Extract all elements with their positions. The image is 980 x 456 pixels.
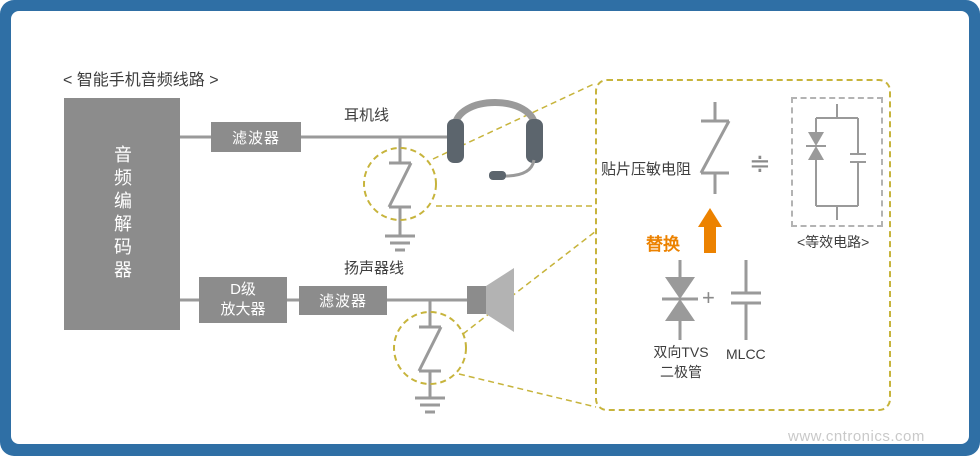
callout-panel (595, 79, 891, 411)
tvs-diode-label-line2: 二极管 (660, 364, 702, 381)
speaker-wire-label: 扬声器线 (344, 260, 405, 277)
equivalent-circuit-symbol (806, 104, 866, 220)
headphone-filter-label: 滤波器 (231, 129, 280, 147)
speaker-filter-label: 滤波器 (318, 293, 367, 310)
ground-symbol (385, 234, 415, 252)
varistor-symbol (387, 137, 413, 236)
up-arrow-icon (698, 208, 722, 253)
figure-title: < 智能手机音频线路 > (63, 72, 219, 89)
mlcc-label: MLCC (726, 346, 766, 362)
headphone-wire-label: 耳机线 (344, 107, 390, 124)
callout-leader-lines (432, 82, 597, 408)
approx-equal-symbol: ≑ (749, 148, 771, 178)
replace-label: 替换 (646, 235, 680, 254)
chip-varistor-label: 贴片压敏电阻 (601, 161, 692, 178)
highlight-circle-headphone (363, 147, 437, 221)
capacitor-symbol (731, 260, 761, 340)
speaker-icon (467, 268, 514, 332)
plus-symbol: + (702, 285, 715, 310)
highlight-circle-speaker (393, 311, 467, 385)
class-d-amp-block: D级 放大器 (199, 277, 287, 323)
amp-label-line1: D级 (230, 280, 256, 298)
varistor-symbol (699, 102, 731, 194)
tvs-diode-label-line1: 双向TVS (653, 344, 709, 360)
headphones-icon (447, 99, 543, 180)
tvs-diode-label: 双向TVS 二极管 (642, 342, 720, 383)
headphone-filter-block: 滤波器 (211, 122, 301, 152)
site-watermark: www.cntronics.com (788, 428, 925, 445)
speaker-filter-block: 滤波器 (299, 286, 387, 315)
equivalent-circuit-box (791, 97, 883, 227)
equivalent-circuit-label: <等效电路> (797, 234, 870, 250)
signal-wires (180, 135, 467, 302)
audio-codec-label: 音频编解码器 (112, 145, 132, 283)
varistor-symbol (417, 300, 443, 398)
tvs-diode-symbol (662, 260, 698, 340)
ground-symbol (415, 396, 445, 414)
amp-label-line2: 放大器 (220, 301, 266, 318)
audio-codec-block: 音频编解码器 (64, 98, 180, 330)
